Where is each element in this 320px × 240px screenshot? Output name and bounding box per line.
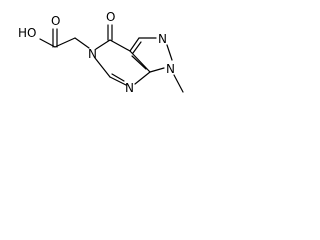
bond-c7a-n7: [134, 71, 151, 85]
bond-n7-c6-inner: [111, 73, 125, 82]
atom-ketone-oxygen-label: O: [106, 10, 115, 24]
bond-carboxyl-methylene: [54, 37, 76, 48]
bond-n1-methyl: [173, 74, 184, 93]
bond-c3a-c3-double: [129, 37, 140, 52]
atom-n2-label: N: [158, 32, 167, 46]
bond-c7a-c3a-inner: [131, 55, 147, 70]
atom-labels: HO O O N N N N: [18, 10, 175, 95]
bond-n7-c6-double: [109, 76, 127, 86]
bond-c4-c3a: [109, 39, 131, 52]
bond-n2-n1: [166, 44, 173, 61]
bonds: [39, 24, 184, 93]
atom-hydroxyl-label: HO: [18, 26, 36, 40]
atom-carbonyl-oxygen-label: O: [51, 14, 60, 28]
bond-methylene-n5: [74, 37, 90, 49]
bond-c6-n5: [94, 57, 111, 78]
bond-n1-c7a: [149, 67, 165, 73]
atom-n7-label: N: [125, 81, 134, 95]
bond-n5-c4: [95, 39, 111, 50]
bond-c7a-c3a: [129, 50, 151, 73]
atom-n5-label: N: [88, 47, 97, 61]
bond-c3a-c3-inner: [132, 41, 142, 54]
atom-n1-label: N: [166, 62, 175, 76]
chemical-structure: HO O O N N N N: [18, 10, 184, 95]
